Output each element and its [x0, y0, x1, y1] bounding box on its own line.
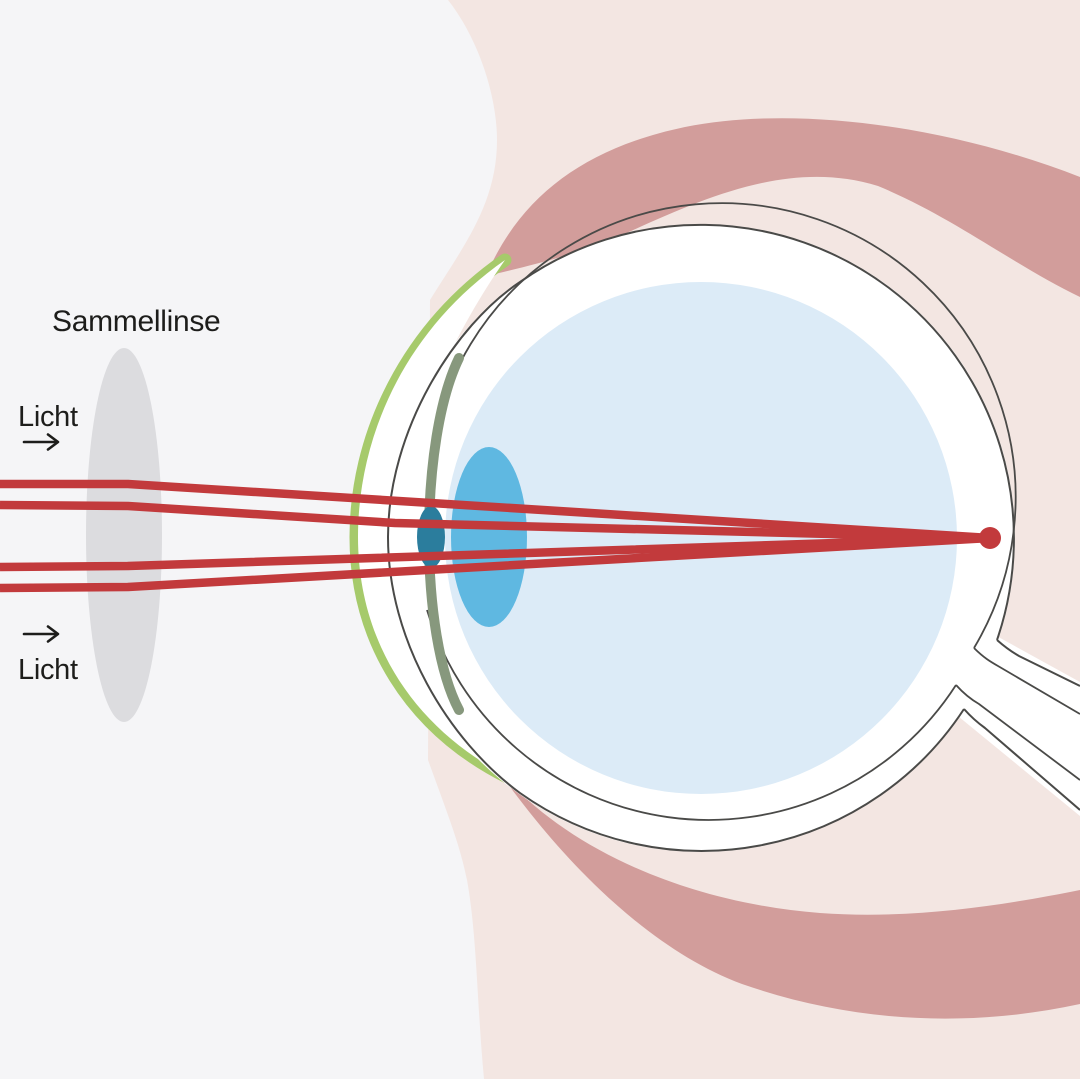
light-label-top: Licht — [18, 401, 78, 433]
light-ray-4 — [0, 533, 991, 593]
converging-lens — [86, 348, 162, 722]
light-arrow-bottom-icon — [22, 625, 60, 643]
optic-nerve-wall-bottom-inner — [955, 684, 1080, 781]
optic-nerve-wall-top-inner — [973, 647, 1080, 715]
cornea-dome — [358, 260, 507, 776]
light-ray-3 — [0, 533, 991, 572]
optic-nerve — [953, 634, 1080, 816]
light-arrow-top-icon — [22, 433, 60, 451]
light-label-bottom: Licht — [18, 654, 78, 686]
retina-outline-lower — [426, 609, 957, 821]
optic-nerve-wall-bottom-outer — [963, 708, 1080, 811]
optic-nerve-wall-top-outer — [996, 639, 1080, 687]
light-rays-group — [0, 479, 991, 593]
lower-eye-muscle — [495, 766, 1080, 1019]
focal-point — [979, 527, 1001, 549]
retina-outline-upper — [429, 202, 1017, 649]
vitreous-body — [445, 282, 957, 794]
light-ray-2 — [0, 500, 991, 543]
eye-lens — [451, 447, 527, 627]
light-ray-1 — [0, 479, 991, 543]
upper-eye-muscle — [486, 118, 1080, 297]
cornea-green-layer — [349, 253, 514, 784]
sclera-outline — [386, 223, 1015, 852]
converging-lens-label: Sammellinse — [52, 305, 220, 338]
